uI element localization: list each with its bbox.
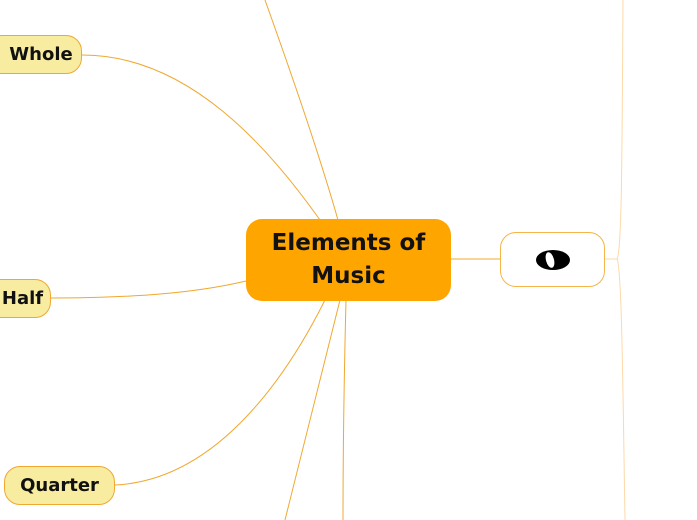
subtopic-half[interactable]: Half <box>0 279 51 318</box>
connector-top <box>264 0 339 221</box>
connector-whole <box>81 54 321 221</box>
connector-right-down <box>616 258 626 520</box>
subtopic-whole[interactable]: Whole <box>0 35 82 74</box>
whole-note-node[interactable] <box>500 232 605 287</box>
whole-note-icon <box>535 249 570 270</box>
subtopic-label: Quarter <box>20 475 99 496</box>
central-topic-line1: Elements of <box>271 230 426 256</box>
connector-bottom-2 <box>342 299 347 520</box>
subtopic-label: Whole <box>9 44 73 65</box>
central-topic-line2: Music <box>311 263 386 289</box>
connector-right-up <box>616 0 624 260</box>
central-topic[interactable]: Elements of Music <box>246 219 451 301</box>
connector-bottom-1 <box>284 299 341 520</box>
subtopic-quarter[interactable]: Quarter <box>4 466 115 505</box>
connector-half <box>49 280 247 299</box>
subtopic-label: Half <box>1 288 44 309</box>
connector-quarter <box>114 299 326 486</box>
